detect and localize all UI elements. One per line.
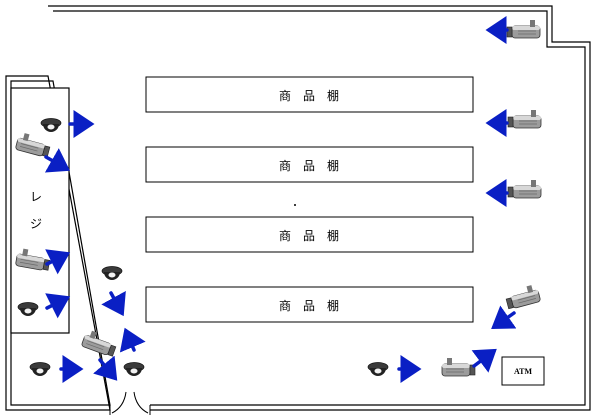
direction-arrow-icon (45, 249, 71, 275)
direction-arrow-icon (45, 293, 71, 319)
box-camera-icon (441, 357, 476, 377)
register-label-2: ジ (30, 217, 42, 231)
direction-arrows (44, 16, 517, 383)
direction-arrow-icon (471, 348, 497, 373)
shelf-label: 商 品 棚 (279, 158, 339, 173)
box-camera-icon (507, 109, 542, 129)
box-camera-icon (507, 179, 542, 199)
shelf-label: 商 品 棚 (279, 228, 339, 243)
atm-box: ATM (501, 356, 545, 386)
box-camera-icon (506, 19, 541, 39)
dome-camera-icon (367, 362, 389, 377)
dome-camera-icon (29, 362, 51, 377)
direction-arrow-icon (93, 355, 118, 381)
inner-wall (10, 10, 586, 406)
dome-camera-icon (123, 362, 145, 377)
box-camera-icon (80, 328, 119, 358)
dome-camera-icon (101, 266, 123, 281)
atm-label: ATM (514, 367, 533, 376)
box-camera-icon (503, 283, 542, 311)
shelf-4: 商 品 棚 (145, 286, 474, 323)
stray-dot (294, 204, 296, 206)
shelf-2: 商 品 棚 (145, 146, 474, 183)
store-walls (5, 5, 591, 415)
shelf-3: 商 品 棚 (145, 216, 474, 253)
register-area: レ ジ (10, 87, 70, 334)
shelf-1: 商 品 棚 (145, 76, 474, 113)
direction-arrow-icon (101, 290, 126, 317)
register-label-1: レ (30, 190, 42, 204)
entrance-door (109, 391, 151, 415)
direction-arrow-icon (119, 327, 146, 353)
direction-arrow-icon (491, 305, 517, 330)
direction-arrow-icon (44, 148, 71, 173)
shelf-label: 商 品 棚 (279, 298, 339, 313)
shelf-label: 商 品 棚 (279, 88, 339, 103)
